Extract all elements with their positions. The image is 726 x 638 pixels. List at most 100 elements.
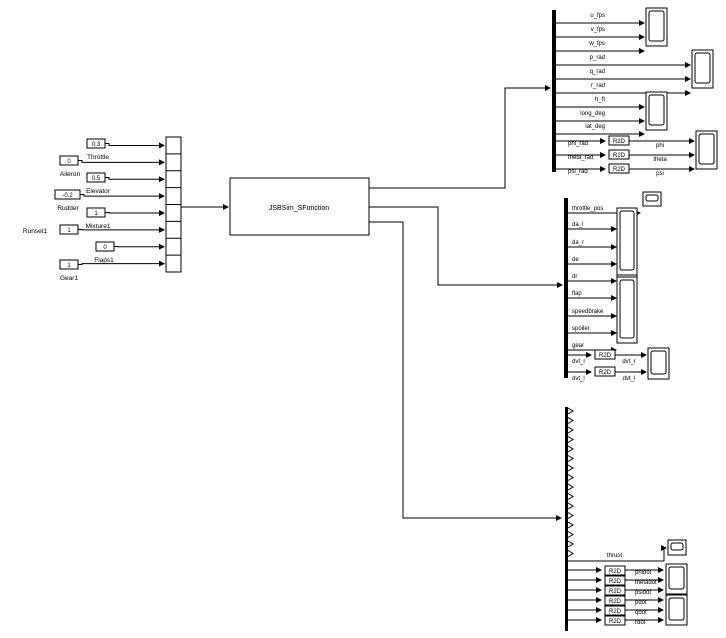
- bus2-converted-in-label: dvt_r: [572, 359, 585, 365]
- constant-value: 1: [67, 228, 71, 234]
- bus2-signal-label: flap: [572, 291, 582, 297]
- r2d-block-bus3-4[interactable]: R2D: [604, 605, 626, 616]
- bus2-signal-label: gear: [572, 343, 584, 349]
- bus1-converted-in-label: phi_rad: [568, 141, 588, 147]
- scope-euler[interactable]: [695, 130, 718, 170]
- bus1-signal-label: lat_deg: [585, 124, 605, 130]
- bus2-signal-label: da_l: [572, 222, 583, 228]
- bus3-unconnected-port-icon: [567, 436, 574, 443]
- bus3-unconnected-port-icon: [567, 417, 574, 424]
- r2d-label: R2D: [613, 167, 626, 173]
- constant-value: 0: [67, 159, 71, 165]
- input-wire-1: [78, 159, 165, 166]
- bus2-converted-in-label: dvt_l: [572, 376, 585, 382]
- bus1-converted-in-label: theta_rad: [568, 155, 593, 161]
- scope-position[interactable]: [645, 91, 668, 131]
- scope-screen-icon: [668, 566, 685, 590]
- r2d-block-bus3-3[interactable]: R2D: [604, 595, 626, 606]
- bus2-signal-label: dr: [572, 274, 577, 280]
- constant-block-runset1[interactable]: 1 Runset1: [23, 224, 79, 235]
- r2d-block-bus1-2[interactable]: R2D: [608, 163, 630, 174]
- bus1-signal-label: w_fps: [588, 41, 605, 47]
- scope-screen-icon: [668, 597, 685, 621]
- bus3-unconnected-port-icon: [567, 445, 574, 453]
- constant-label: Aileron: [60, 171, 81, 178]
- r2d-label: R2D: [599, 370, 612, 376]
- r2d-block-bus3-5[interactable]: R2D: [604, 615, 626, 626]
- r2d-block-bus3-0[interactable]: R2D: [604, 565, 626, 576]
- scope-screen-icon: [648, 94, 665, 126]
- constant-label: Runset1: [23, 228, 48, 235]
- r2d-block-bus3-1[interactable]: R2D: [604, 575, 626, 586]
- scope-throttle[interactable]: [642, 191, 662, 207]
- scope-aileron-controls[interactable]: [616, 207, 638, 276]
- bus3-converted-label: thetadot: [635, 580, 657, 586]
- constant-label: Gear1: [60, 275, 78, 282]
- constant-label: Rudder: [57, 205, 79, 212]
- r2d-block-bus2-0[interactable]: R2D: [594, 349, 616, 360]
- r2d-label: R2D: [609, 619, 622, 625]
- bus1-converted-out-label: psi: [656, 171, 664, 177]
- bus3-unconnected-port-icon: [567, 493, 574, 500]
- bus1-signal-label: long_deg: [580, 111, 605, 117]
- scope-screen-icon: [645, 194, 659, 202]
- sfunction-to-bus3-wire: [369, 221, 562, 521]
- scope-rates[interactable]: [691, 49, 714, 89]
- constant-value: 0.5: [92, 176, 101, 182]
- scope-flap-controls[interactable]: [616, 276, 638, 344]
- scope-screen-icon: [698, 133, 715, 165]
- bus3-converted-label: psidot: [635, 590, 651, 596]
- bus3-unconnected-port-icon: [567, 483, 574, 491]
- bus1-demux-bar[interactable]: [552, 10, 556, 172]
- sfunction-to-bus2-wire: [369, 206, 563, 288]
- bus1-signal-label: p_rad: [590, 55, 605, 61]
- jsbsim-sfunction-block[interactable]: [229, 177, 370, 236]
- bus3-unconnected-port-icon: [567, 540, 574, 548]
- bus2-signals: throttle_posda_lda_rdedrflapspeedbrakesp…: [568, 191, 670, 382]
- scope-dvt[interactable]: [647, 347, 670, 380]
- bus2-converted-out-label: dvt_r: [622, 359, 635, 365]
- constant-label: Mixture1: [86, 223, 111, 230]
- bus3-demux-bar[interactable]: [565, 407, 568, 631]
- r2d-block-bus3-2[interactable]: R2D: [604, 585, 626, 596]
- bus1-converted-in-label: psi_rad: [568, 169, 588, 175]
- r2d-label: R2D: [609, 599, 622, 605]
- bus3-converted-label: pdot: [635, 600, 647, 606]
- bus1-converted-out-label: theta: [653, 157, 667, 163]
- bus3-unconnected-port-icon: [567, 502, 574, 510]
- scope-screen-icon: [619, 210, 635, 271]
- scope-velocity[interactable]: [645, 7, 668, 47]
- constant-value: 0.3: [92, 142, 101, 148]
- constant-value: 1: [67, 263, 71, 269]
- bus2-signal-label: speedbrake: [572, 309, 604, 315]
- input-wire-0: [105, 142, 165, 149]
- bus1-signal-label: q_rad: [590, 69, 605, 75]
- r2d-label: R2D: [609, 609, 622, 615]
- constant-value: -0.2: [62, 193, 73, 199]
- bus1-signal-label: r_rad: [591, 83, 605, 89]
- scope-thrust[interactable]: [667, 539, 687, 556]
- bus1-signal-label: v_fps: [591, 27, 605, 33]
- r2d-block-bus1-1[interactable]: R2D: [608, 149, 630, 160]
- scope-euler-rates[interactable]: [665, 563, 688, 595]
- bus2-demux-bar[interactable]: [564, 198, 568, 378]
- r2d-block-bus2-1[interactable]: R2D: [594, 366, 616, 377]
- r2d-label: R2D: [609, 579, 622, 585]
- scope-body-rate-derivs[interactable]: [665, 594, 688, 626]
- bus1-signal-label: u_fps: [590, 13, 605, 19]
- scope-screen-icon: [619, 279, 635, 339]
- r2d-block-bus1-0[interactable]: R2D: [608, 135, 630, 146]
- constant-label: Elevator: [86, 188, 111, 195]
- bus1-signals: u_fpsv_fpsw_fpsp_radq_radr_radh_ftlong_d…: [556, 7, 718, 177]
- constant-value: 1: [94, 211, 98, 217]
- scope-screen-icon: [670, 542, 684, 551]
- bus2-signal-label: da_r: [572, 240, 584, 246]
